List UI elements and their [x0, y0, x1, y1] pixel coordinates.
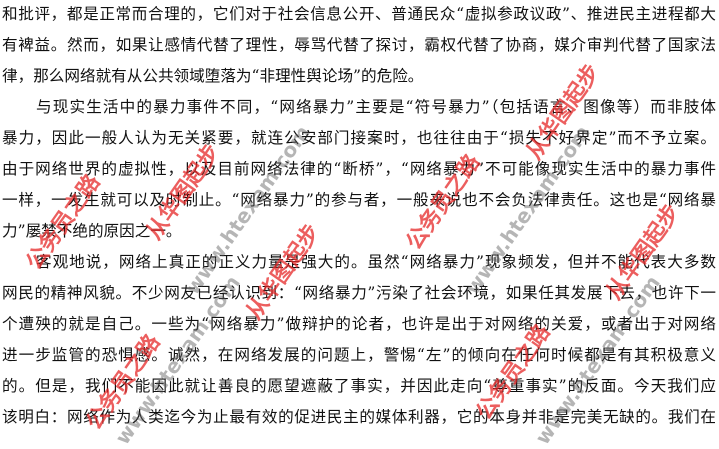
text-line: 该明白：网络作为人类迄今为止最有效的促进民主的媒体利器，它的本身并非是完美无缺的…: [2, 408, 716, 426]
text-line: 与现实生活中的暴力事件不同，“网络暴力”主要是“符号暴力”（包括语言、图像等）而…: [36, 98, 716, 116]
text-line: 网民的精神风貌。不少网友已经认识到：“网络暴力”污染了社会环境，如果任其发展下去…: [2, 284, 716, 302]
text-line: 暴力，因此一般人认为无关紧要，就连公安部门接案时，也往往由于“损失不好界定”而不…: [2, 129, 716, 147]
text-line: 进一步监管的恐惧感。诚然，在网络发展的问题上，警惕“左”的倾向在任何时候都是有其…: [2, 346, 716, 364]
text-line: 律，那么网络就有从公共领域堕落为“非理性舆论场”的危险。: [2, 67, 424, 85]
text-line: 和批评，都是正常而合理的，它们对于社会信息公开、普通民众“虚拟参政议政”、推进民…: [2, 5, 716, 23]
text-line: 客观地说，网络上真正的正义力量是强大的。虽然“网络暴力”现象频发，但并不能代表大…: [36, 253, 716, 271]
text-line: 由于网络世界的虚拟性，以及目前网络法律的“断桥”，“网络暴力”不可能像现实生活中…: [2, 160, 716, 178]
text-line: 个遭殃的就是自己。一些为“网络暴力”做辩护的论者，也许是出于对网络的关爱，或者出…: [2, 315, 716, 333]
text-line: 有裨益。然而，如果让感情代替了理性，辱骂代替了探讨，霸权代替了协商，媒介审判代替…: [2, 36, 716, 54]
document-page: 和批评，都是正常而合理的，它们对于社会信息公开、普通民众“虚拟参政议政”、推进民…: [2, 5, 716, 449]
text-line: 力”屡禁不绝的原因之一。: [2, 222, 182, 240]
text-line: 一样，一发生就可以及时制止。“网络暴力”的参与者，一般来说也不会负法律责任。这也…: [2, 191, 716, 209]
text-line: 的。但是，我们不能因此就让善良的愿望遮蔽了事实，并因此走向“尊重事实”的反面。今…: [2, 377, 716, 395]
